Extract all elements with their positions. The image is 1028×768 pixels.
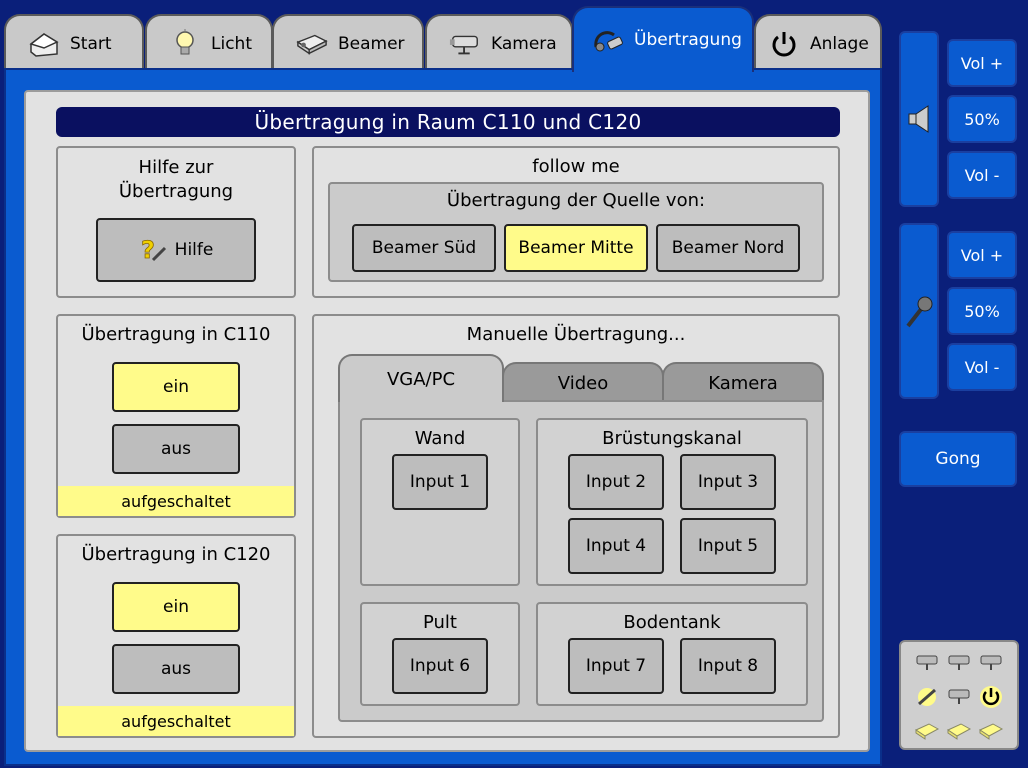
speaker-icon	[906, 104, 932, 134]
wand-group: Wand Input 1	[360, 418, 520, 586]
pult-group: Pult Input 6	[360, 602, 520, 706]
follow-me-subtitle: Übertragung der Quelle von:	[446, 190, 706, 211]
cable-icon	[592, 25, 624, 55]
input-6-button[interactable]: Input 6	[392, 638, 488, 694]
camera-icon[interactable]	[977, 652, 1005, 674]
tab-label: Beamer	[338, 34, 405, 54]
mic-volume-group	[899, 223, 939, 399]
c120-box: Übertragung in C120 ein aus aufgeschalte…	[56, 534, 296, 738]
mic-volume-level: 50%	[947, 287, 1017, 335]
mic-vol-up-button[interactable]: Vol +	[947, 231, 1017, 279]
help-button[interactable]: ? Hilfe	[96, 218, 256, 282]
speaker-volume-group	[899, 31, 939, 207]
input-4-button[interactable]: Input 4	[568, 518, 664, 574]
projector-icon[interactable]	[913, 720, 941, 742]
mic-vol-down-button[interactable]: Vol -	[947, 343, 1017, 391]
projector-icon	[296, 29, 328, 59]
tab-start[interactable]: Start	[4, 14, 144, 72]
follow-me-sources: Übertragung der Quelle von: Beamer Süd B…	[328, 182, 824, 282]
content-area: Übertragung in Raum C110 und C120 Hilfe …	[4, 68, 882, 766]
tab-beamer[interactable]: Beamer	[272, 14, 424, 72]
tab-label: Start	[70, 34, 112, 54]
bruestungskanal-title: Brüstungskanal	[602, 428, 742, 449]
input-5-button[interactable]: Input 5	[680, 518, 776, 574]
power-icon	[768, 29, 800, 59]
manual-box: Manuelle Übertragung... VGA/PC Video Kam…	[312, 314, 840, 738]
camera-icon	[449, 29, 481, 59]
input-3-button[interactable]: Input 3	[680, 454, 776, 510]
microphone-icon	[904, 294, 934, 328]
follow-me-box: follow me Übertragung der Quelle von: Be…	[312, 146, 840, 298]
tab-video[interactable]: Video	[502, 362, 664, 402]
projector-icon[interactable]	[977, 720, 1005, 742]
beamer-nord-button[interactable]: Beamer Nord	[656, 224, 800, 272]
input-7-button[interactable]: Input 7	[568, 638, 664, 694]
lightbulb-icon	[169, 29, 201, 59]
c110-off-button[interactable]: aus	[112, 424, 240, 474]
c110-title: Übertragung in C110	[81, 324, 271, 345]
manual-title: Manuelle Übertragung...	[466, 324, 686, 345]
house-icon	[28, 29, 60, 59]
tab-anlage[interactable]: Anlage	[754, 14, 882, 72]
tab-licht[interactable]: Licht	[145, 14, 273, 72]
c110-status: aufgeschaltet	[58, 486, 294, 516]
c120-title: Übertragung in C120	[81, 544, 271, 565]
beamer-mitte-button[interactable]: Beamer Mitte	[504, 224, 648, 272]
follow-me-title: follow me	[532, 156, 620, 177]
svg-text:?: ?	[141, 236, 155, 264]
bruestungskanal-group: Brüstungskanal Input 2 Input 3 Input 4 I…	[536, 418, 808, 586]
tab-uebertragung[interactable]: Übertragung	[572, 6, 754, 72]
c110-on-button[interactable]: ein	[112, 362, 240, 412]
c120-status: aufgeschaltet	[58, 706, 294, 736]
camera-icon[interactable]	[945, 652, 973, 674]
speaker-volume-level: 50%	[947, 95, 1017, 143]
gong-button[interactable]: Gong	[899, 431, 1017, 487]
plug-icon[interactable]	[913, 686, 941, 708]
speaker-vol-up-button[interactable]: Vol +	[947, 39, 1017, 87]
input-1-button[interactable]: Input 1	[392, 454, 488, 510]
speaker-vol-down-button[interactable]: Vol -	[947, 151, 1017, 199]
tab-kamera-sub[interactable]: Kamera	[662, 362, 824, 402]
main-panel: Übertragung in Raum C110 und C120 Hilfe …	[24, 90, 870, 752]
input-2-button[interactable]: Input 2	[568, 454, 664, 510]
bodentank-title: Bodentank	[623, 612, 721, 633]
bodentank-group: Bodentank Input 7 Input 8	[536, 602, 808, 706]
c110-box: Übertragung in C110 ein aus aufgeschalte…	[56, 314, 296, 518]
c120-on-button[interactable]: ein	[112, 582, 240, 632]
manual-tab-content: Wand Input 1 Brüstungskanal Input 2 Inpu…	[338, 400, 824, 722]
power-icon[interactable]	[977, 686, 1005, 708]
pult-title: Pult	[422, 612, 457, 633]
tab-label: Anlage	[810, 34, 869, 54]
projector-icon[interactable]	[945, 720, 973, 742]
help-button-label: Hilfe	[174, 240, 214, 260]
tab-label: Kamera	[491, 34, 557, 54]
system-status-panel	[899, 640, 1019, 750]
input-8-button[interactable]: Input 8	[680, 638, 776, 694]
c120-off-button[interactable]: aus	[112, 644, 240, 694]
help-box: Hilfe zur Übertragung ? Hilfe	[56, 146, 296, 298]
page-title: Übertragung in Raum C110 und C120	[56, 107, 840, 137]
help-title: Hilfe zur Übertragung	[118, 157, 234, 202]
camera-icon[interactable]	[913, 652, 941, 674]
help-icon: ?	[139, 236, 167, 264]
beamer-sued-button[interactable]: Beamer Süd	[352, 224, 496, 272]
tab-kamera[interactable]: Kamera	[425, 14, 573, 72]
tab-label: Licht	[211, 34, 252, 54]
tab-vga-pc[interactable]: VGA/PC	[338, 354, 504, 402]
wand-title: Wand	[414, 428, 466, 449]
tab-label: Übertragung	[634, 30, 742, 50]
camera-icon[interactable]	[945, 686, 973, 708]
